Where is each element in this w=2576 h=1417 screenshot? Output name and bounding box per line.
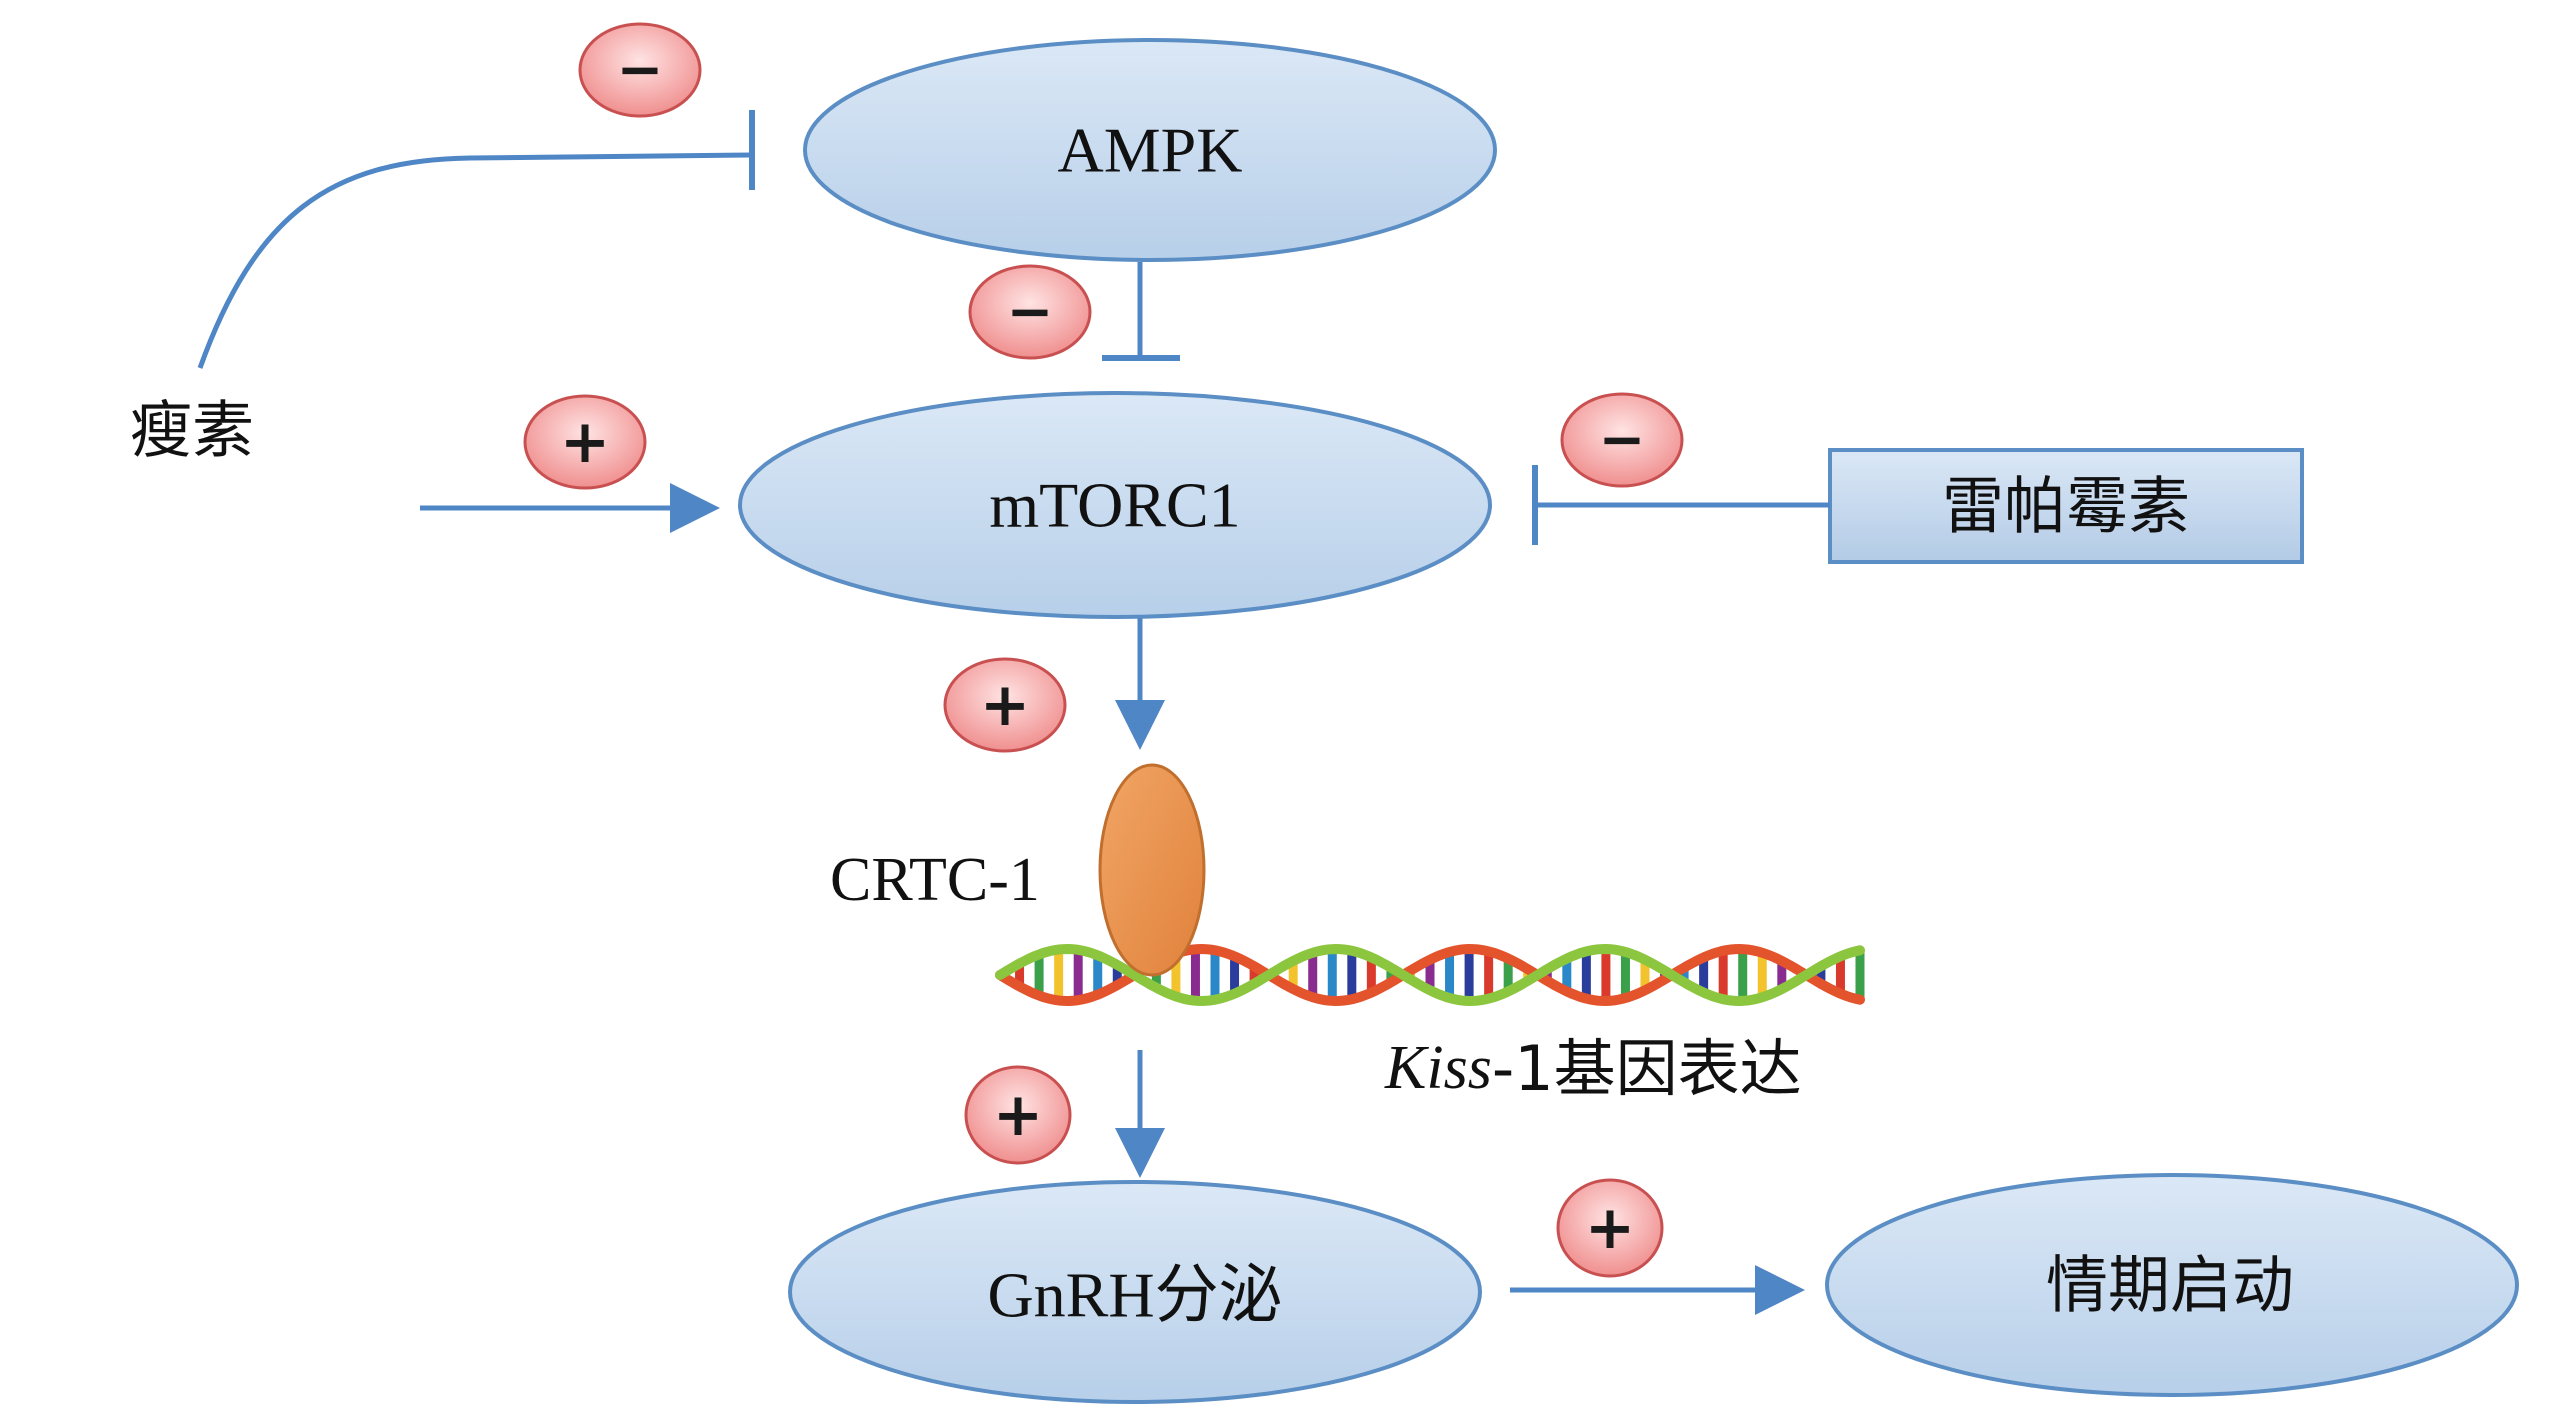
ampk-mtorc1-inhibition xyxy=(1102,262,1180,361)
sign-plus-mtorc1-crtc1: + xyxy=(943,657,1067,753)
ampk-label: AMPK xyxy=(1058,115,1243,186)
gnrh-node: GnRH分泌 xyxy=(788,1180,1482,1404)
sign-plus-gnrh-puberty: + xyxy=(1556,1178,1664,1278)
rapamycin-box: 雷帕霉素 xyxy=(1828,448,2304,564)
rapamycin-label: 雷帕霉素 xyxy=(1942,470,2190,543)
svg-text:−: − xyxy=(1599,408,1646,473)
rapamycin-mtorc1-inhibition xyxy=(1532,465,1830,545)
sign-minus-leptin-ampk: − xyxy=(578,22,702,118)
kiss1-label: Kiss-1基因表达 xyxy=(1384,1032,1802,1105)
svg-text:−: − xyxy=(1007,280,1054,345)
ampk-node: AMPK xyxy=(803,38,1497,262)
svg-text:+: + xyxy=(980,670,1030,740)
svg-text:+: + xyxy=(993,1080,1043,1150)
sign-minus-rapamycin-mtorc1: − xyxy=(1560,392,1684,488)
svg-text:+: + xyxy=(1585,1193,1635,1263)
crtc1-label: CRTC-1 xyxy=(830,846,1040,914)
kiss1-gene-name: Kiss xyxy=(1384,1034,1492,1102)
leptin-ampk-inhibition xyxy=(197,110,755,369)
sign-plus-kiss1-gnrh: + xyxy=(964,1065,1072,1165)
leptin-label: 瘦素 xyxy=(130,394,254,467)
svg-text:−: − xyxy=(617,38,664,103)
dna-strand xyxy=(995,943,1865,1007)
svg-text:+: + xyxy=(560,407,610,477)
sign-plus-leptin-mtorc1: + xyxy=(523,394,647,490)
mtorc1-node: mTORC1 xyxy=(738,391,1492,619)
sign-minus-ampk-mtorc1: − xyxy=(968,264,1092,360)
puberty-node: 情期启动 xyxy=(1825,1173,2519,1397)
gnrh-label: GnRH分泌 xyxy=(987,1260,1282,1331)
mtorc1-label: mTORC1 xyxy=(989,470,1240,541)
puberty-label: 情期启动 xyxy=(2046,1249,2294,1322)
kiss1-expression-text: -1基因表达 xyxy=(1492,1032,1802,1105)
dna-helix xyxy=(995,943,1865,1007)
crtc1-protein xyxy=(1098,763,1206,977)
